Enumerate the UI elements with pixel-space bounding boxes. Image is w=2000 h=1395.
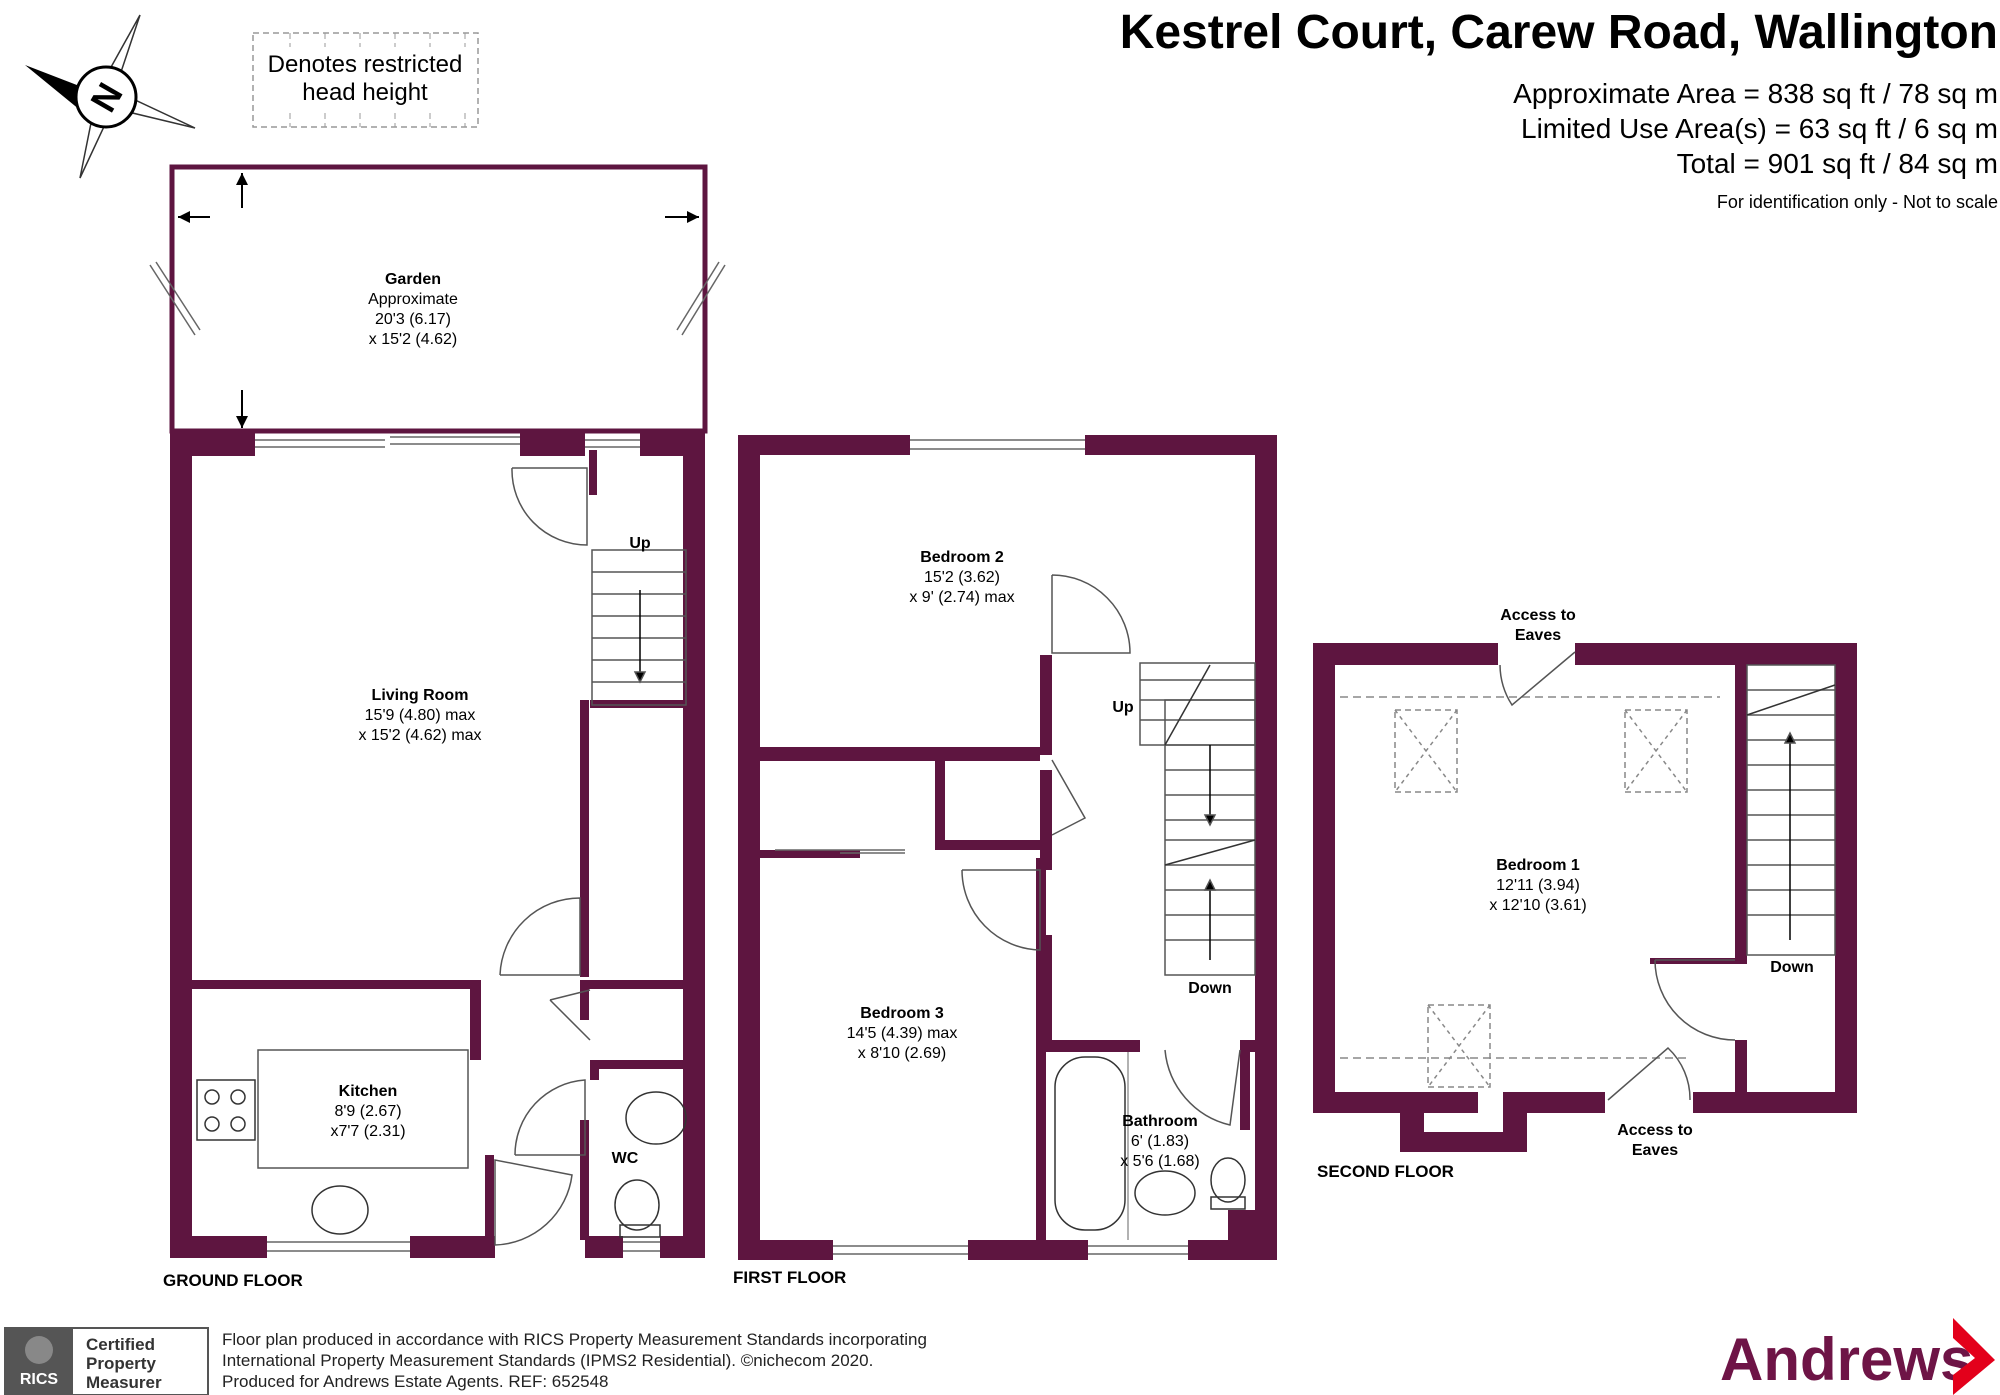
first-stairs-up-label: Up (1112, 699, 1134, 716)
legend-line-1: Denotes restricted (268, 51, 463, 78)
rics-line-1: Certified (86, 1335, 155, 1354)
first-floor-details (775, 439, 1246, 1255)
rics-line-2: Property (86, 1354, 156, 1373)
eaves-bottom-line-1: Access to (1617, 1122, 1693, 1139)
garden-name: Garden (385, 271, 441, 288)
brand-name: Andrews (1720, 1326, 1973, 1393)
bathroom-line-2: x 5'6 (1.68) (1120, 1153, 1200, 1170)
approx-area: Approximate Area = 838 sq ft / 78 sq m (1513, 78, 1998, 109)
eaves-bottom-line-2: Eaves (1632, 1142, 1678, 1159)
bedroom-2-name: Bedroom 2 (920, 549, 1004, 566)
garden-outline (149, 164, 726, 434)
bedroom-2-line-2: x 9' (2.74) max (909, 589, 1014, 606)
garden-line-2: 20'3 (6.17) (375, 311, 451, 328)
first-floor-walls (738, 435, 1277, 1260)
footer-line-2: International Property Measurement Stand… (222, 1351, 873, 1370)
footer-line-3: Produced for Andrews Estate Agents. REF:… (222, 1372, 609, 1391)
rics-line-3: Measurer (86, 1373, 162, 1392)
bathroom-line-1: 6' (1.83) (1131, 1133, 1189, 1150)
second-floor-stairs (1746, 664, 1836, 956)
bedroom-3-name: Bedroom 3 (860, 1005, 944, 1022)
second-floor-details (1340, 651, 1736, 1101)
legend-line-2: head height (302, 79, 428, 106)
limited-use-area: Limited Use Area(s) = 63 sq ft / 6 sq m (1521, 113, 1998, 144)
garden-line-1: Approximate (368, 291, 458, 308)
second-floor-walls (1313, 643, 1857, 1152)
kitchen-name: Kitchen (339, 1083, 398, 1100)
ground-stairs-up-label: Up (629, 535, 651, 552)
bedroom-2-line-1: 15'2 (3.62) (924, 569, 1000, 586)
ground-floor-stairs (591, 549, 687, 706)
rics-badge: RICS Certified Property Measurer (4, 1327, 209, 1395)
scale-note: For identification only - Not to scale (1717, 192, 1998, 212)
property-title: Kestrel Court, Carew Road, Wallington (1120, 6, 1998, 59)
ground-floor-label: GROUND FLOOR (163, 1271, 303, 1290)
bedroom-3-line-1: 14'5 (4.39) max (847, 1025, 958, 1042)
bedroom-1-line-2: x 12'10 (3.61) (1489, 897, 1586, 914)
compass-icon: N (25, 14, 196, 179)
rics-label: RICS (20, 1371, 59, 1388)
living-room-name: Living Room (372, 687, 469, 704)
wc-name: WC (612, 1150, 639, 1167)
kitchen-line-1: 8'9 (2.67) (334, 1103, 401, 1120)
restricted-height-legend: Denotes restricted head height (252, 32, 479, 128)
garden-line-3: x 15'2 (4.62) (369, 331, 457, 348)
ground-floor-walls (170, 432, 705, 1258)
ground-floor-details (196, 436, 687, 1252)
total-area: Total = 901 sq ft / 84 sq m (1677, 148, 1998, 179)
first-floor-stairs (1139, 662, 1256, 976)
first-floor-label: FIRST FLOOR (733, 1268, 846, 1287)
eaves-top-line-1: Access to (1500, 607, 1576, 624)
bedroom-3-line-2: x 8'10 (2.69) (858, 1045, 946, 1062)
kitchen-line-2: x7'7 (2.31) (330, 1123, 405, 1140)
living-room-line-1: 15'9 (4.80) max (365, 707, 476, 724)
bedroom-1-line-1: 12'11 (3.94) (1496, 877, 1580, 894)
bedroom-1-name: Bedroom 1 (1496, 857, 1580, 874)
first-stairs-down-label: Down (1188, 980, 1232, 997)
second-stairs-down-label: Down (1770, 959, 1814, 976)
andrews-logo: Andrews (1720, 1318, 1995, 1395)
second-floor-label: SECOND FLOOR (1317, 1162, 1454, 1181)
footer-line-1: Floor plan produced in accordance with R… (222, 1330, 927, 1349)
eaves-top-line-2: Eaves (1515, 627, 1561, 644)
bathroom-name: Bathroom (1122, 1113, 1198, 1130)
living-room-line-2: x 15'2 (4.62) max (358, 727, 481, 744)
